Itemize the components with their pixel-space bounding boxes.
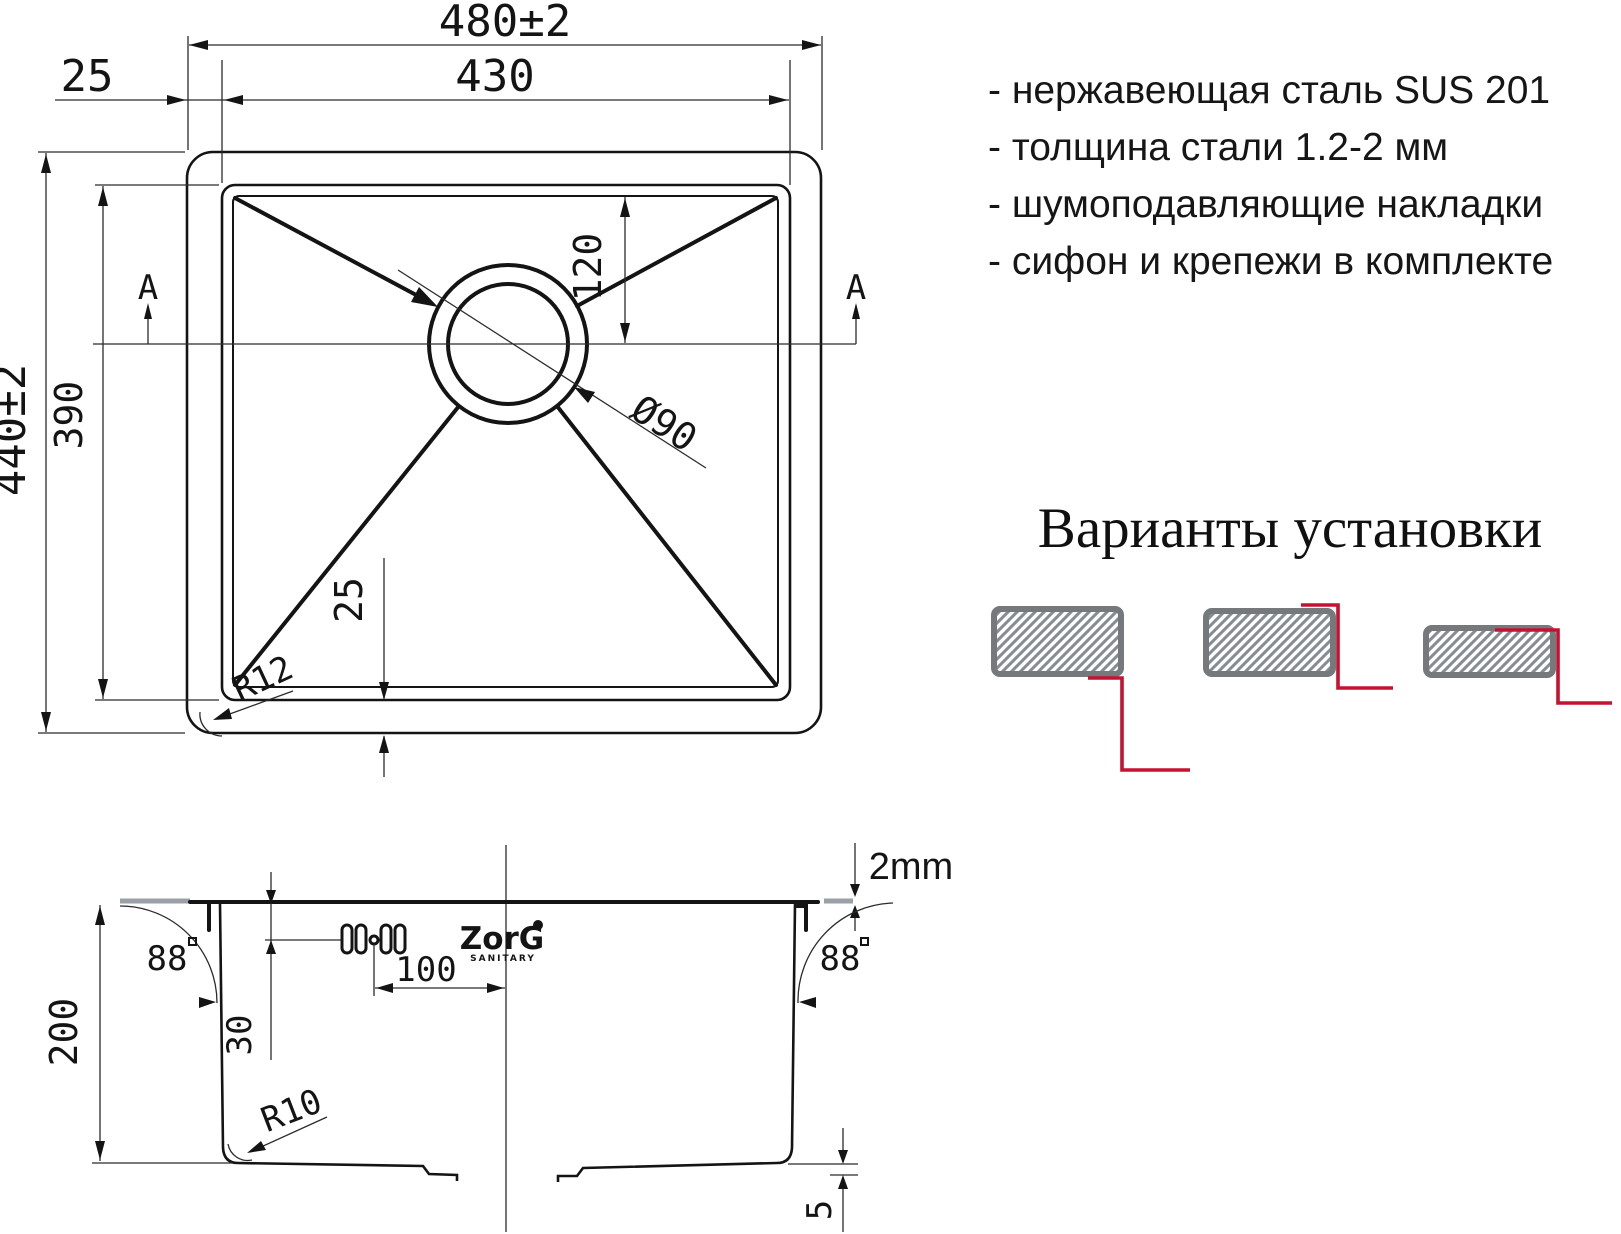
install-options-title: Варианты установки — [1037, 497, 1543, 560]
dimension-left-offset: 25 — [61, 51, 186, 105]
drain-offset-label: 120 — [566, 233, 610, 302]
top-view-drawing: Ø90 A A 480±2 430 — [0, 0, 866, 777]
dimension-bottom-gap: 25 — [327, 558, 389, 777]
sink-outer-outline — [185, 150, 823, 735]
install-option-flush — [1203, 603, 1393, 690]
left-offset-label: 25 — [61, 51, 114, 102]
dimension-holes-from-rim: 30 — [220, 872, 343, 1060]
section-line-AA: A A — [93, 268, 866, 345]
dimension-width-inner: 430 — [55, 51, 791, 185]
corner-radius-leader: R12 — [199, 648, 299, 737]
dimension-bottom-slope: 5 — [788, 1128, 858, 1232]
height-inner-label: 390 — [47, 381, 91, 450]
mount-clip-right — [795, 904, 808, 932]
bowl-diagonals — [233, 196, 778, 687]
dimension-width-outer: 480±2 — [187, 0, 823, 150]
holes-from-center-label: 100 — [395, 950, 456, 990]
section-label-left: A — [138, 268, 158, 308]
bottom-radius-leader: R10 — [227, 1081, 328, 1162]
spec-note-included: - сифон и крепежи в комплекте — [988, 240, 1554, 283]
dimension-depth: 200 — [42, 905, 232, 1164]
depth-label: 200 — [42, 998, 86, 1067]
drain-diameter-leader: Ø90 — [397, 269, 707, 469]
dimension-rim-thickness: 2mm — [850, 843, 953, 931]
angle-left: 88 — [119, 905, 218, 1008]
spec-note-soundproofing: - шумоподавляющие накладки — [988, 183, 1544, 226]
install-option-overmount — [1423, 625, 1612, 705]
sink-profile — [188, 900, 820, 1182]
bowl-bottom-outline — [232, 195, 779, 688]
drain-diameter-label: Ø90 — [623, 387, 705, 461]
bottom-radius-label: R10 — [256, 1081, 328, 1140]
dimension-height-inner: 390 — [47, 184, 219, 701]
section-label-right: A — [846, 268, 866, 308]
install-option-undermount — [991, 606, 1190, 772]
dimension-height-outer: 440±2 — [0, 151, 185, 734]
width-inner-label: 430 — [455, 51, 534, 102]
angle-right: 88 — [797, 902, 894, 1008]
bottom-gap-label: 25 — [327, 577, 371, 623]
brand-logo-name: ZorG — [460, 921, 545, 957]
brand-logo-dot — [533, 920, 543, 930]
height-outer-label: 440±2 — [0, 364, 36, 496]
brand-logo: ZorG SANITARY — [460, 920, 545, 964]
width-outer-label: 480±2 — [439, 0, 571, 47]
install-options — [991, 603, 1612, 772]
angle-right-label: 88 — [820, 939, 861, 979]
holes-from-rim-label: 30 — [220, 1015, 260, 1056]
section-view-drawing: 200 88 30 — [42, 843, 953, 1232]
dimension-drain-offset: 120 — [566, 197, 630, 343]
spec-note-thickness: - толщина стали 1.2-2 мм — [988, 126, 1449, 169]
angle-left-label: 88 — [147, 939, 188, 979]
dimension-holes-from-center: 100 — [373, 944, 505, 996]
rim-thickness-label: 2mm — [869, 846, 953, 888]
bottom-slope-label: 5 — [800, 1200, 840, 1220]
spec-notes: - нержавеющая сталь SUS 201 - толщина ст… — [988, 62, 1621, 290]
spec-note-material: - нержавеющая сталь SUS 201 — [988, 69, 1551, 112]
bowl-outline — [220, 183, 792, 702]
brand-logo-sub: SANITARY — [470, 954, 536, 964]
